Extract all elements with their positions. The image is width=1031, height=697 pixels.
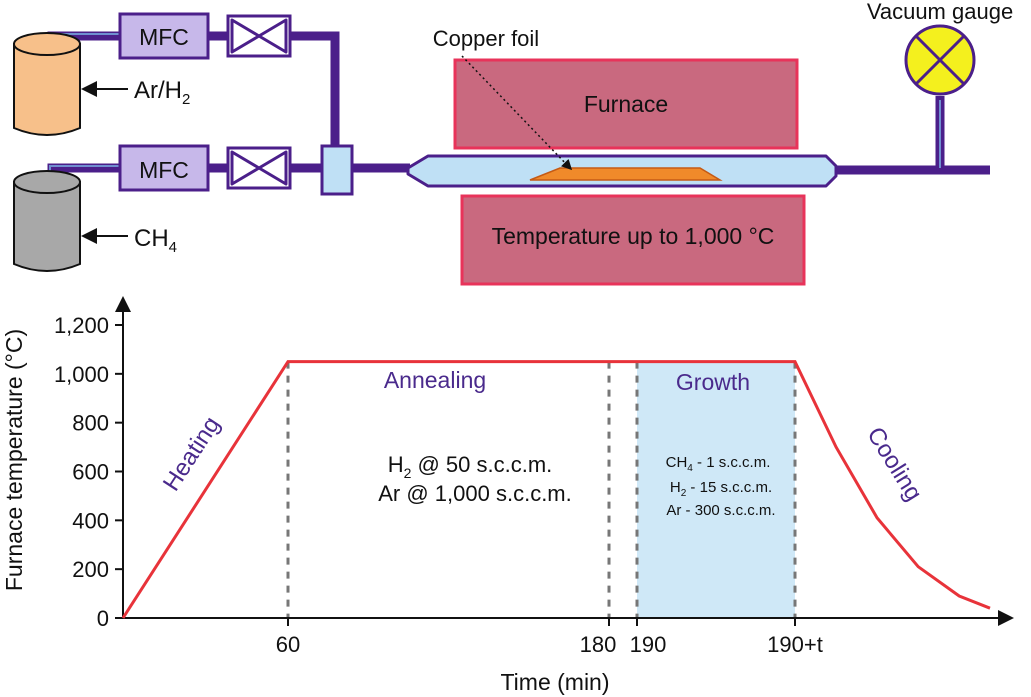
x-tick-label: 190 [630, 632, 667, 657]
x-axis-label: Time (min) [500, 669, 609, 695]
y-tick-label: 600 [72, 460, 109, 485]
gas-mixer [320, 144, 354, 196]
annealing-gas-h2: H2 @ 50 s.c.c.m. [388, 452, 553, 481]
valve-top-icon [226, 14, 292, 58]
furnace-top: Furnace [453, 58, 799, 150]
y-tick-label: 1,000 [54, 362, 109, 387]
x-tick-label: 180 [580, 632, 617, 657]
y-axis-label: Furnace temperature (°C) [1, 329, 27, 591]
phase-label-heating: Heating [158, 412, 226, 496]
valve-bottom-icon [226, 146, 292, 190]
y-tick-label: 800 [72, 411, 109, 436]
copper-foil-pointer [461, 55, 573, 171]
growth-gas-h2: H2 - 15 s.c.c.m. [670, 479, 772, 499]
y-tick-label: 200 [72, 557, 109, 582]
vacuum-gauge-icon [904, 24, 976, 96]
furnace-bottom: Temperature up to 1,000 °C [460, 194, 806, 286]
axes [115, 296, 1014, 626]
gas-cylinder-ch4 [13, 170, 81, 272]
growth-region [637, 361, 795, 618]
svg-text:Furnace: Furnace [584, 91, 668, 117]
x-ticks: 60 180 190 190+t [276, 618, 823, 657]
growth-gas-info: CH4 - 1 s.c.c.m. H2 - 15 s.c.c.m. Ar - 3… [666, 454, 776, 519]
svg-text:Temperature up to 1,000 °C: Temperature up to 1,000 °C [492, 223, 775, 249]
x-tick-label: 190+t [767, 632, 823, 657]
x-tick-label: 60 [276, 632, 300, 657]
ar-h2-label: Ar/H2 [134, 77, 190, 108]
phase-label-growth: Growth [676, 369, 750, 395]
annealing-gas-ar: Ar @ 1,000 s.c.c.m. [378, 481, 572, 506]
y-tick-label: 400 [72, 508, 109, 533]
phase-label-cooling: Cooling [861, 422, 927, 505]
temperature-chart: 0 200 400 600 800 1,000 1,200 60 180 190 190+t Fu… [1, 296, 1014, 695]
setup-schematic: Ar/H2 CH4 MFC MFC Furnace [13, 0, 1013, 286]
annealing-gas-info: H2 @ 50 s.c.c.m. Ar @ 1,000 s.c.c.m. [378, 452, 572, 506]
y-tick-label: 0 [97, 606, 109, 631]
y-ticks: 0 200 400 600 800 1,000 1,200 [54, 313, 123, 631]
phase-dividers [286, 361, 797, 618]
svg-text:MFC: MFC [139, 157, 189, 183]
temperature-series-line [121, 360, 991, 619]
mfc-bottom: MFC [118, 144, 210, 192]
y-tick-label: 1,200 [54, 313, 109, 338]
phase-label-annealing: Annealing [384, 367, 486, 393]
gas-cylinder-ar-h2 [13, 32, 81, 136]
mfc-top: MFC [118, 12, 210, 60]
copper-foil-label: Copper foil [433, 26, 539, 51]
svg-text:MFC: MFC [139, 24, 189, 50]
growth-gas-ch4: CH4 - 1 s.c.c.m. [666, 454, 771, 474]
ch4-label: CH4 [134, 225, 177, 256]
copper-foil [529, 167, 723, 181]
vacuum-gauge-label: Vacuum gauge [867, 0, 1013, 24]
growth-gas-ar: Ar - 300 s.c.c.m. [666, 502, 775, 519]
